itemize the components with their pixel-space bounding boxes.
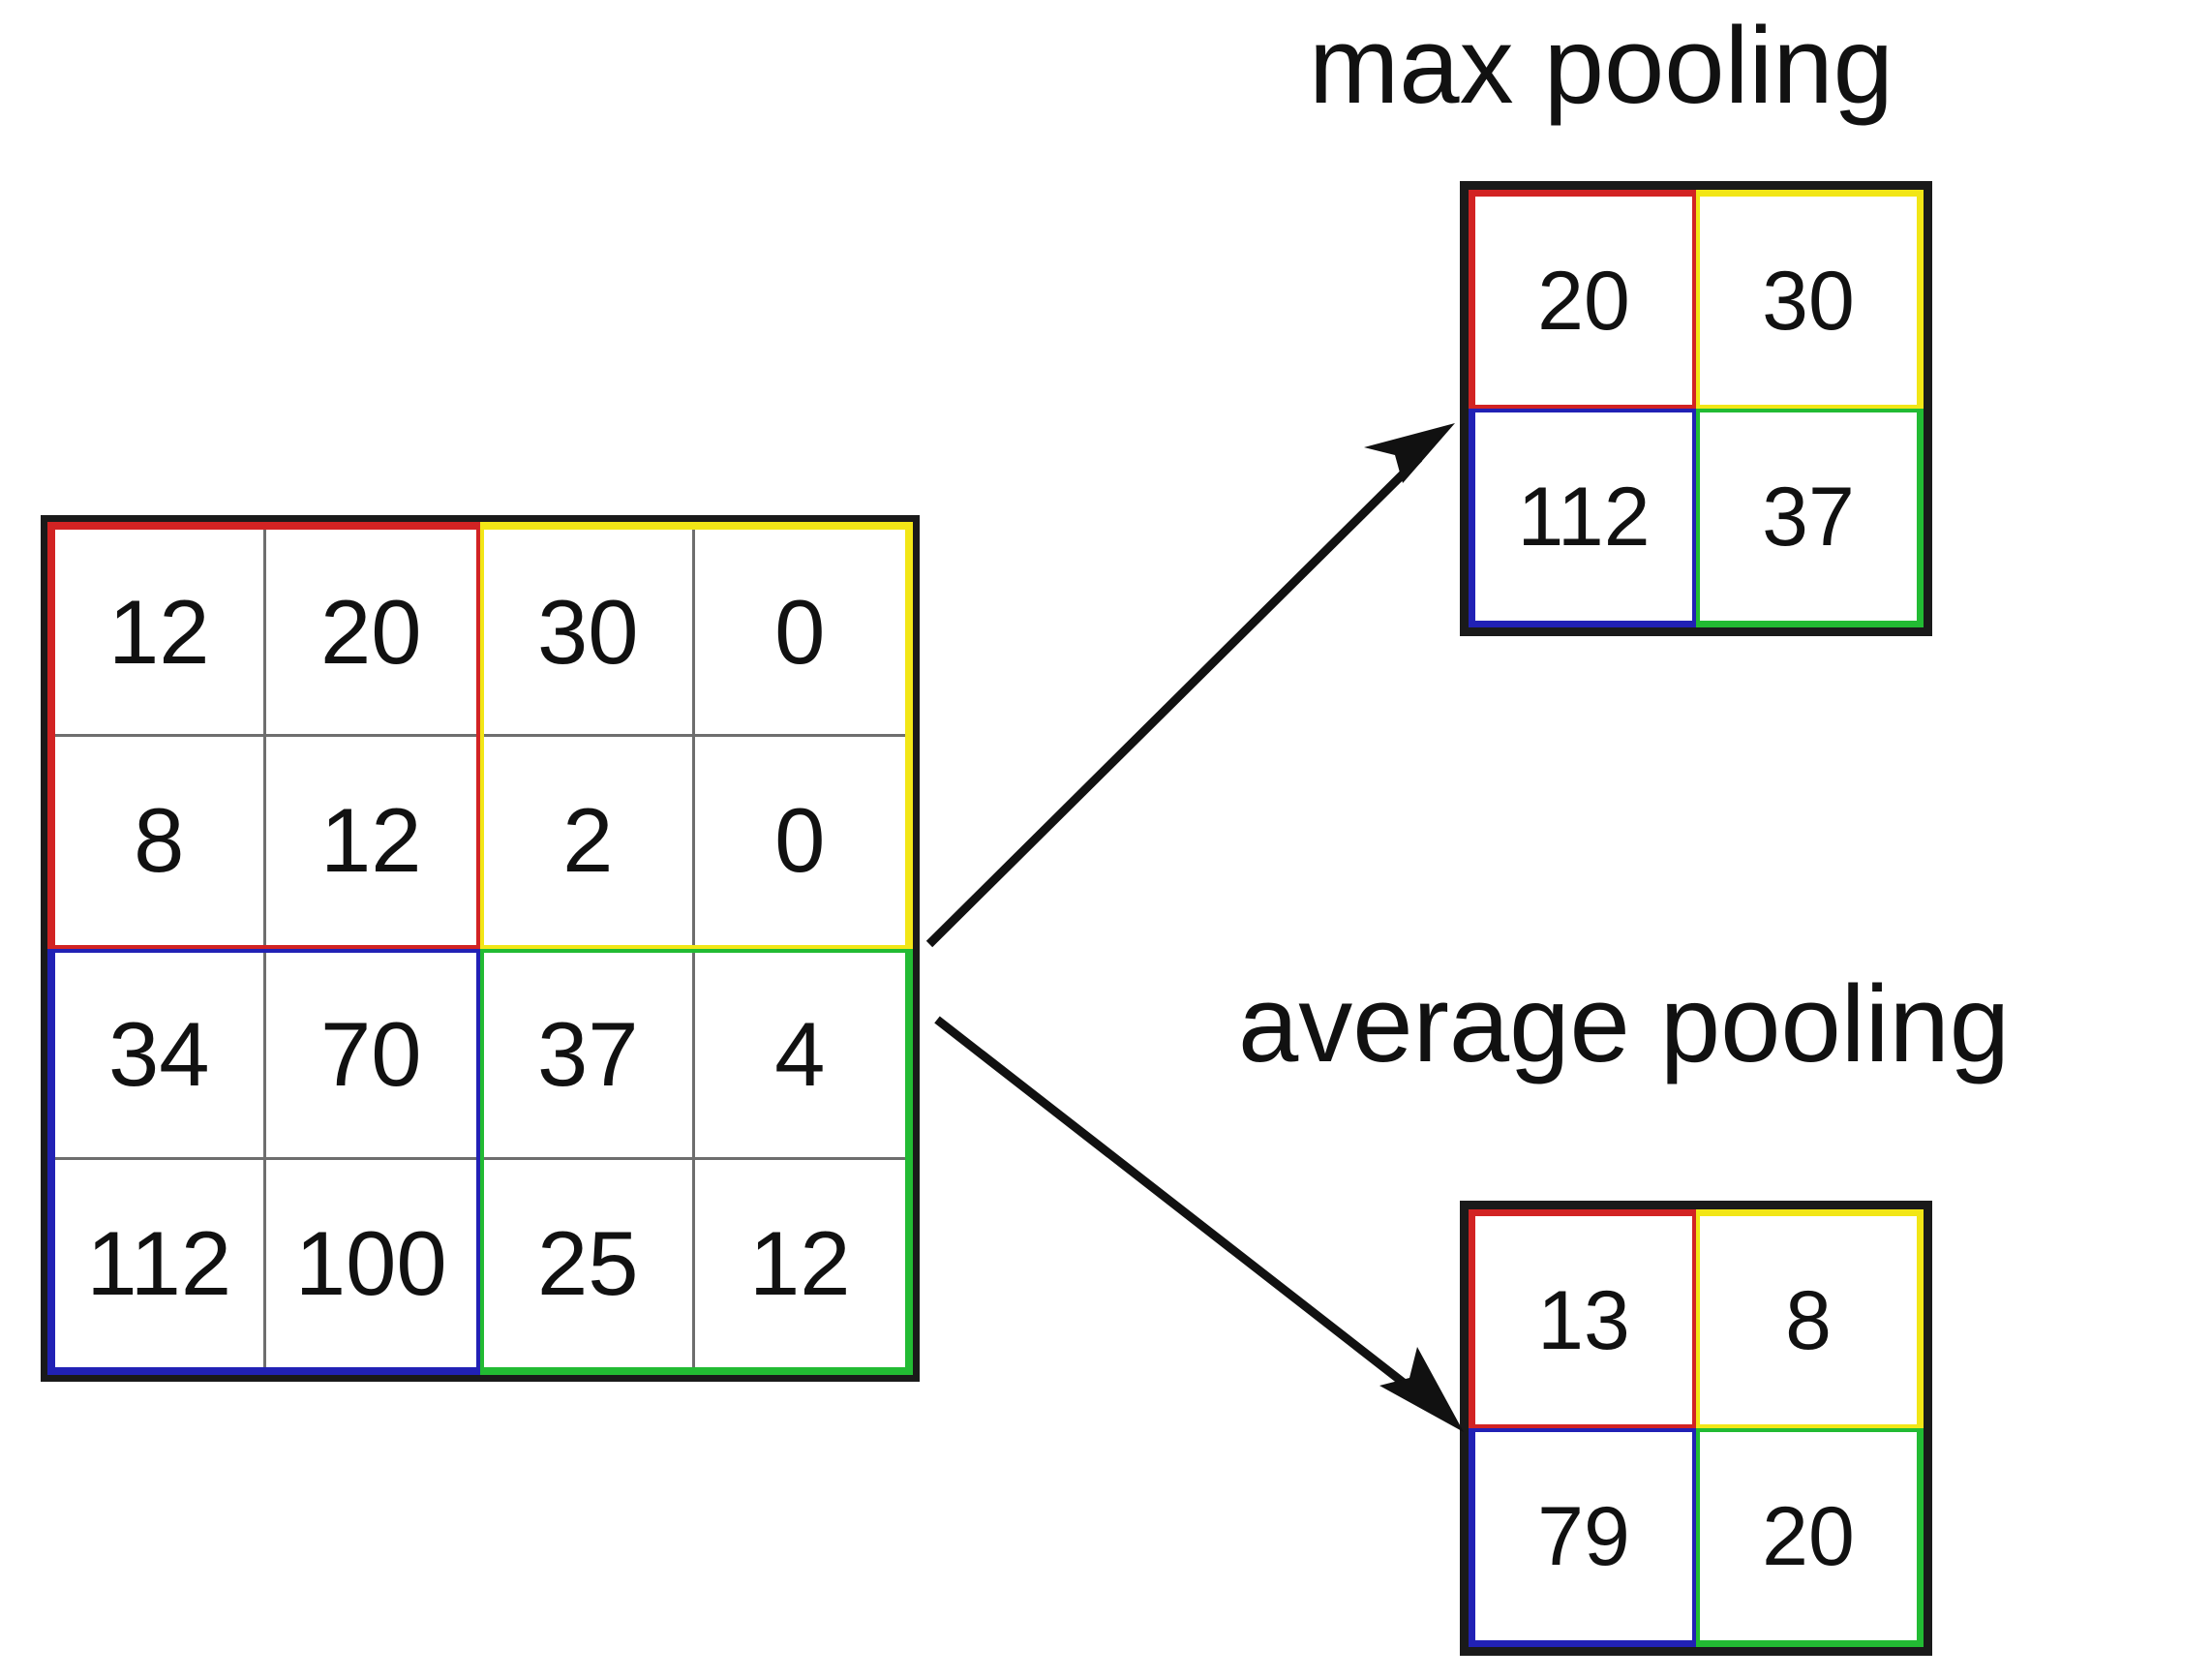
input-cell: 0 (694, 530, 905, 738)
max-pooling-label: max pooling (1309, 5, 1894, 126)
input-quadrant-bottom-right: 37 4 25 12 (480, 948, 913, 1375)
input-cell: 100 (265, 1159, 476, 1367)
input-cell: 34 (55, 952, 266, 1160)
max-pooling-cell: 37 (1696, 409, 1924, 627)
input-cell: 12 (265, 737, 476, 945)
input-cell: 12 (55, 530, 266, 738)
input-cell: 4 (694, 952, 905, 1160)
input-quadrant-top-right: 30 0 2 0 (480, 522, 913, 949)
input-cell: 25 (484, 1159, 695, 1367)
arrow-to-max-pooling-icon (925, 423, 1455, 948)
average-pooling-cell: 20 (1696, 1428, 1924, 1647)
input-feature-map: 12 20 8 12 30 0 2 0 34 70 112 100 37 4 2… (41, 515, 920, 1382)
input-cell: 8 (55, 737, 266, 945)
input-cell: 12 (694, 1159, 905, 1367)
max-pooling-cell: 30 (1696, 190, 1924, 409)
average-pooling-cell: 79 (1469, 1428, 1696, 1647)
input-quadrant-bottom-left: 34 70 112 100 (47, 948, 480, 1375)
max-pooling-cell: 112 (1469, 409, 1696, 627)
average-pooling-label: average pooling (1238, 963, 2011, 1084)
input-cell: 70 (265, 952, 476, 1160)
average-pooling-cell: 8 (1696, 1209, 1924, 1428)
input-cell: 0 (694, 737, 905, 945)
max-pooling-cell: 20 (1469, 190, 1696, 409)
max-pooling-output-matrix: 20 30 112 37 (1460, 181, 1932, 636)
input-quadrant-top-left: 12 20 8 12 (47, 522, 480, 949)
input-cell: 37 (484, 952, 695, 1160)
input-cell: 30 (484, 530, 695, 738)
average-pooling-cell: 13 (1469, 1209, 1696, 1428)
input-cell: 2 (484, 737, 695, 945)
input-cell: 112 (55, 1159, 266, 1367)
average-pooling-output-matrix: 13 8 79 20 (1460, 1201, 1932, 1656)
input-cell: 20 (265, 530, 476, 738)
